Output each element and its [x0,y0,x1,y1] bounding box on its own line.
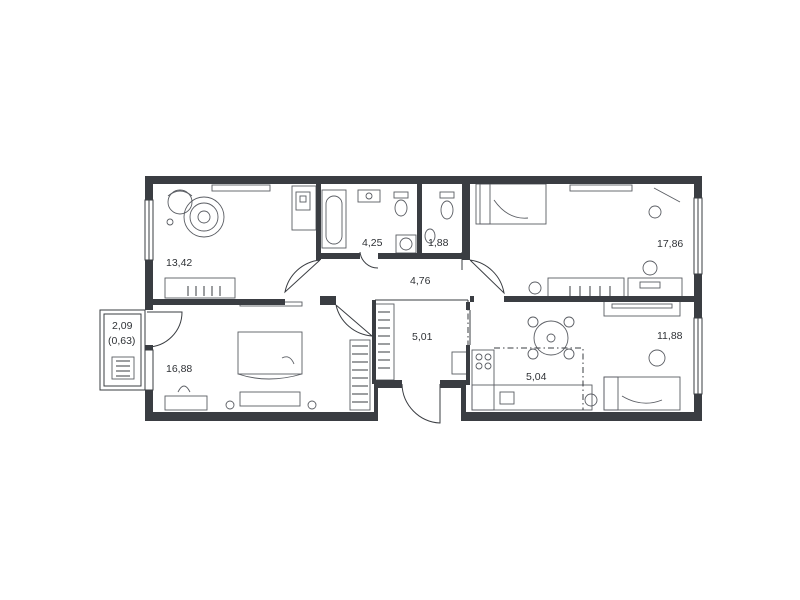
wc-sink-icon [424,228,436,244]
desk-lamp-icon [648,187,681,219]
door-bedroom-nw [284,259,321,294]
chair-ne-icon [528,281,542,295]
toilet-icon [393,191,409,217]
door-bedroom-ne [469,259,505,295]
fridge-icon [451,351,469,375]
area-label-kitchen: 5,04 [526,371,547,383]
dining-table-icon [527,316,575,360]
toy-icon [648,349,666,367]
door-entrance [401,383,441,424]
side-table-icon [225,400,317,410]
desk-icon [291,185,317,231]
thin-lines [99,299,584,410]
kitchen-counter-icon [471,349,598,411]
area-label-corridor-upper: 4,76 [410,275,431,287]
wardrobe-icon [164,277,236,299]
door-living-room [335,304,374,337]
dashed-divider-kitchen [494,347,584,410]
wardrobe-ne-icon [547,277,625,299]
tv-stand-icon [603,299,681,317]
area-label-corridor-lower: 5,01 [412,331,433,343]
area-label-living-room: 16,88 [166,363,192,375]
area-label-balcony: 2,09 [112,320,133,332]
radiator-icon [211,184,271,192]
walls [145,176,702,421]
sink-icon [357,189,381,203]
bathtub-icon [321,189,347,249]
windows [144,197,703,395]
washing-machine-icon [395,234,417,254]
armchair-icon [166,189,193,226]
radiator-ne-icon [569,184,633,192]
round-rug-icon [183,196,225,238]
dresser-icon [164,385,208,411]
laundry-basket-icon [111,356,135,380]
area-label-room-se: 11,88 [657,330,683,342]
window-west-lower [144,349,154,391]
shelving-unit-icon [349,339,371,411]
balcony-inner-outline [103,313,142,387]
door-bathroom [359,251,379,269]
area-label-wc: 1,88 [428,237,449,249]
door-balcony [146,311,183,348]
double-bed-icon [475,183,547,225]
sofa-icon [237,331,303,407]
wc-toilet-icon [439,191,455,220]
work-desk-icon [627,260,683,299]
area-label-bathroom: 4,25 [362,237,383,249]
area-labels: 13,42 4,25 1,88 17,86 4,76 5,01 2,09 (0,… [108,237,683,383]
furniture-layer [111,183,683,411]
single-bed-icon [603,376,681,411]
area-label-balcony-reduced: (0,63) [108,335,135,347]
area-label-bedroom-nw: 13,42 [166,257,192,269]
area-label-bedroom-ne: 17,86 [657,238,683,250]
corridor-wardrobe-icon [373,303,395,381]
